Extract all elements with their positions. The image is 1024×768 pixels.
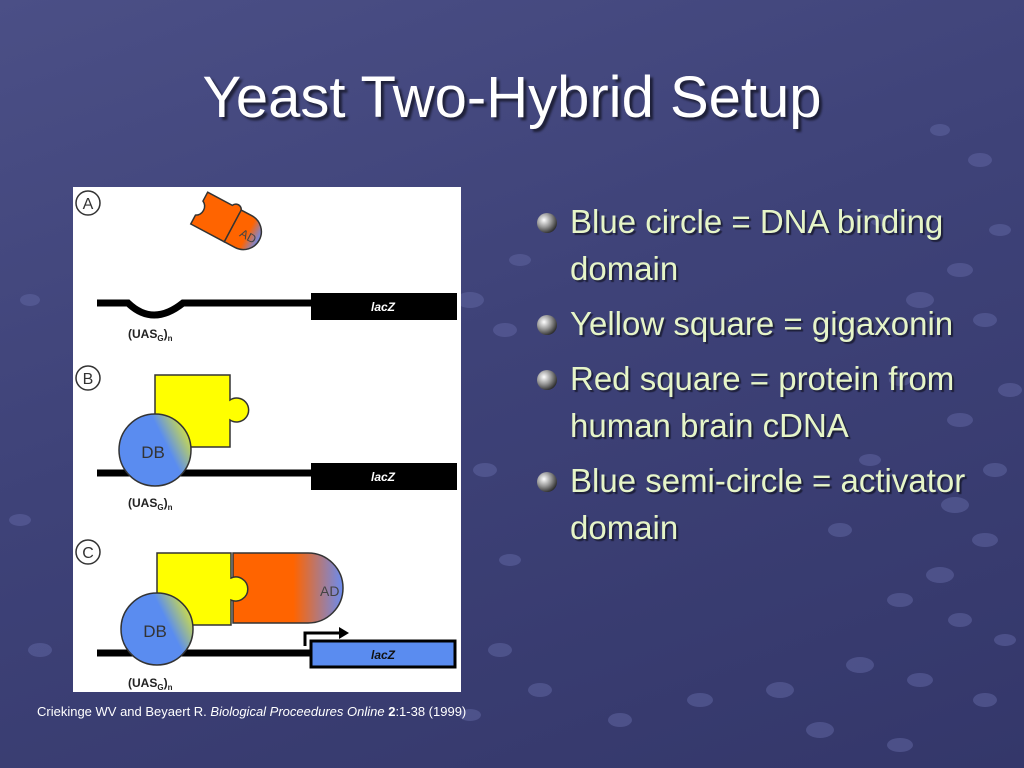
transcription-arrow <box>303 631 341 646</box>
bullet-text: Blue semi-circle = activator domain <box>570 462 966 546</box>
citation-authors: Criekinge WV and Beyaert R. <box>37 704 207 719</box>
lacz-label-b: lacZ <box>371 470 396 484</box>
uas-label-a: (UASG)n <box>128 327 173 343</box>
ad-label-c: AD <box>320 583 339 599</box>
activator-domain-fusion-a: AD <box>189 191 263 251</box>
panel-a: A AD lacZ (UASG)n <box>75 190 457 343</box>
uas-label-b: (UASG)n <box>128 496 173 512</box>
db-label-b: DB <box>141 443 165 462</box>
sphere-bullet-icon <box>537 370 557 390</box>
panel-c-label: C <box>82 545 94 562</box>
citation-volume: 2 <box>388 704 396 719</box>
lacz-label-c: lacZ <box>371 648 396 662</box>
panel-b: B DB lacZ (UASG)n <box>75 365 457 512</box>
bullet-text: Red square = protein from human brain cD… <box>570 360 955 444</box>
dna-binding-domain-c <box>120 592 194 666</box>
lacz-label-a: lacZ <box>371 300 396 314</box>
panel-c: C AD DB lacZ (UASG)n <box>75 539 457 692</box>
db-label-c: DB <box>143 622 167 641</box>
citation-pages: :1-38 (1999) <box>395 704 467 719</box>
citation-journal: Biological Proceedures Online <box>210 704 385 719</box>
slide-title: Yeast Two-Hybrid Setup <box>202 65 822 130</box>
panel-b-label: B <box>83 371 94 388</box>
bullet-text: Yellow square = gigaxonin <box>570 305 954 342</box>
bullet-item: Blue semi-circle = activator domain <box>536 457 976 551</box>
panel-a-label: A <box>83 196 94 213</box>
reporter-gene-a <box>311 293 457 320</box>
citation: Criekinge WV and Beyaert R. Biological P… <box>37 703 466 721</box>
bullet-text: Blue circle = DNA binding domain <box>570 203 944 287</box>
bullet-item: Red square = protein from human brain cD… <box>536 355 976 449</box>
reporter-gene-active-c <box>309 639 457 669</box>
reporter-gene-b <box>311 463 457 490</box>
bullet-list: Blue circle = DNA binding domain Yellow … <box>536 198 976 559</box>
sphere-bullet-icon <box>537 213 557 233</box>
two-hybrid-diagram: A AD lacZ (UASG)n B DB lacZ (UASG)n <box>75 190 457 692</box>
sphere-bullet-icon <box>537 315 557 335</box>
bullet-item: Blue circle = DNA binding domain <box>536 198 976 292</box>
sphere-bullet-icon <box>537 472 557 492</box>
two-hybrid-figure: A AD lacZ (UASG)n B DB lacZ (UASG)n <box>73 187 461 692</box>
uas-label-c: (UASG)n <box>128 676 173 692</box>
dna-binding-domain-b <box>118 413 192 487</box>
bullet-item: Yellow square = gigaxonin <box>536 300 976 347</box>
